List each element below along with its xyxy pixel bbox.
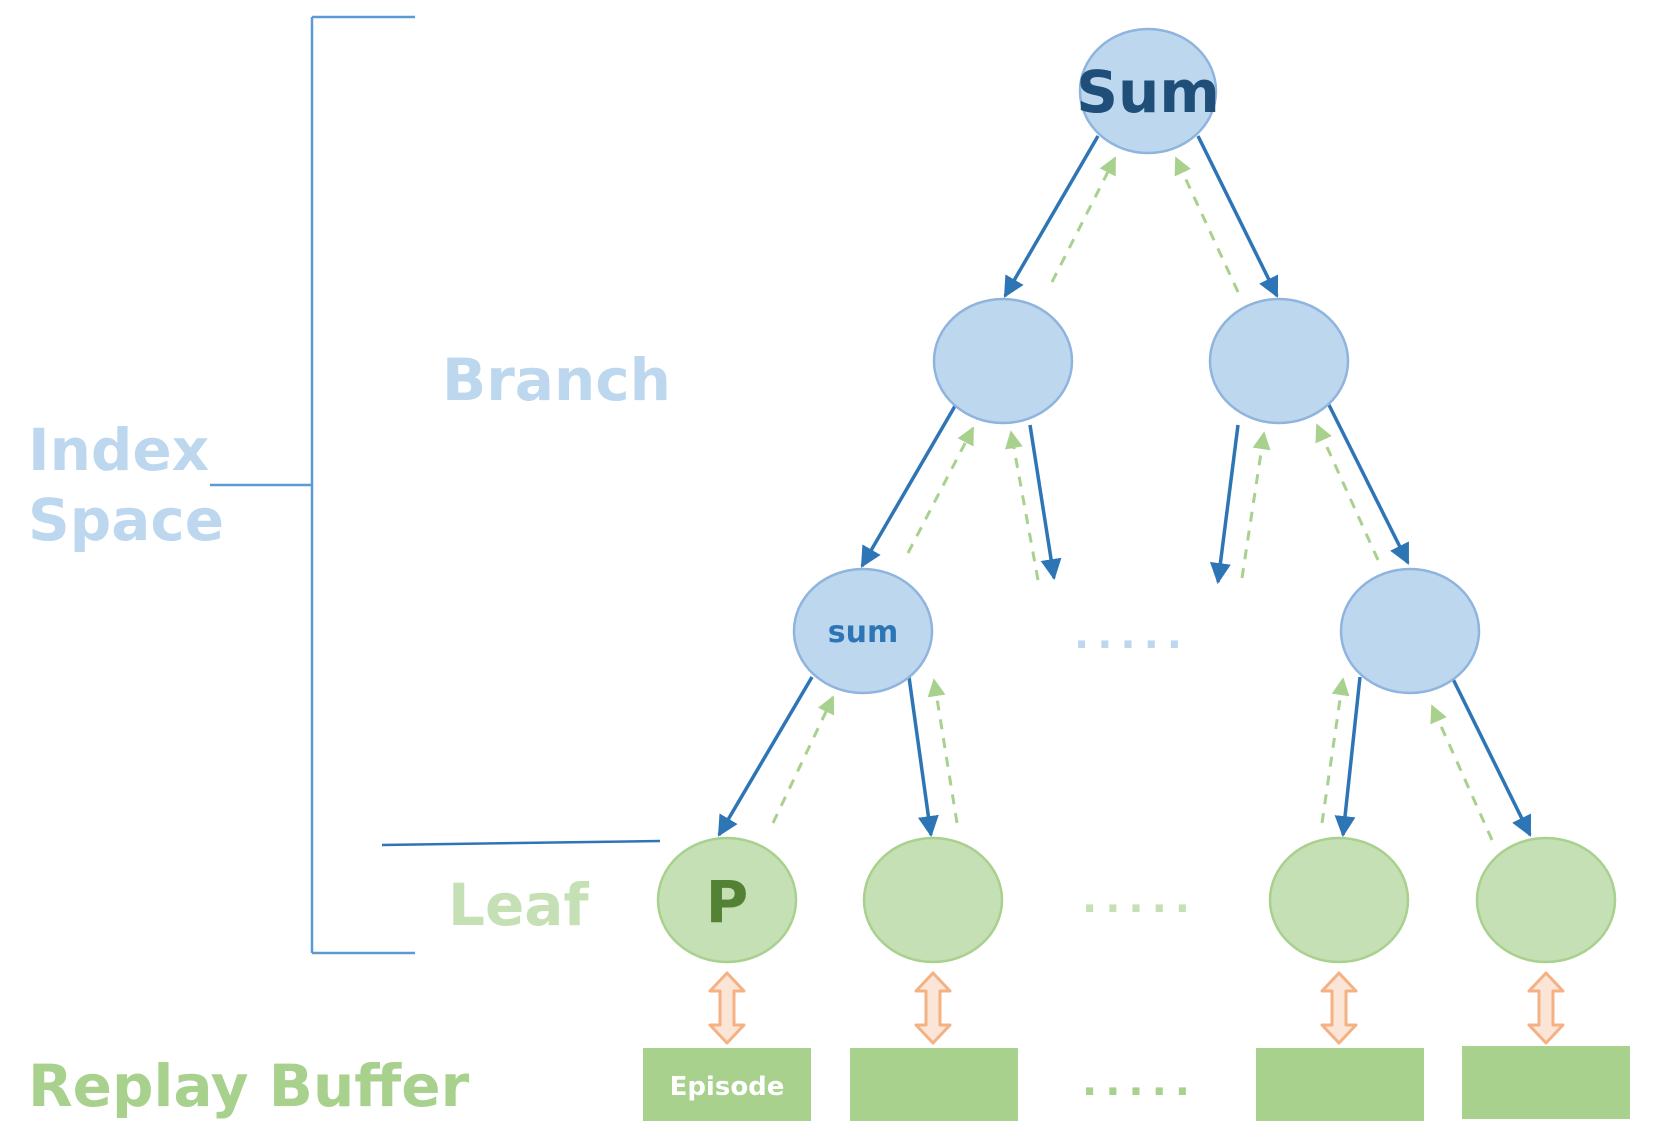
episode-label: Episode [670, 1072, 785, 1102]
double-arrow-icon [1527, 971, 1565, 1045]
leaf-label: Leaf [448, 871, 589, 939]
buffer-box-episode [643, 1048, 811, 1121]
buffer-box-3 [1256, 1048, 1424, 1121]
arrow-l1-to-mid [1028, 424, 1062, 581]
index-space-bracket [210, 15, 661, 955]
leaf-ellipsis: ..... [1082, 876, 1198, 922]
traversal-arrows [717, 135, 1532, 838]
arrow-root-to-left [1003, 135, 1100, 298]
arrow-root-to-right [1196, 135, 1279, 298]
double-arrow-icon [914, 971, 952, 1045]
leaf-node-4 [1475, 836, 1617, 964]
branch-node-right2 [1339, 567, 1481, 695]
leaf-nodes [656, 836, 1617, 964]
arrow-l1-to-sum [860, 405, 957, 568]
branch-label: Branch [442, 346, 671, 414]
replay-buffer-boxes [643, 1046, 1630, 1121]
buffer-box-2 [850, 1048, 1018, 1121]
root-node-label: Sum [1076, 58, 1220, 126]
branch-ellipsis: ..... [1074, 612, 1190, 658]
leaf-node-2 [862, 836, 1004, 964]
branch-nodes [792, 27, 1481, 695]
index-space-label-line2: Space [28, 486, 224, 554]
arrow-r1-to-mid [1209, 424, 1240, 585]
arrow-sum-to-p [717, 676, 814, 837]
double-arrow-icon [708, 971, 746, 1045]
leaf-node-p [656, 836, 798, 964]
root-node [1078, 27, 1218, 155]
arrow-sum-to-leaf2 [907, 676, 939, 838]
buffer-box-4 [1462, 1046, 1630, 1119]
buffer-link-arrows [708, 971, 1565, 1045]
leaf-p-label: P [706, 868, 749, 936]
arrow-r2-to-leaf3 [1334, 676, 1362, 838]
arrow-r2-to-leaf4 [1450, 676, 1532, 837]
index-space-label-line1: Index [28, 416, 209, 484]
branch-node-left [932, 297, 1074, 425]
arrow-r1-to-r2 [1326, 402, 1410, 565]
double-arrow-icon [1320, 971, 1358, 1045]
branch-sum-label: sum [828, 615, 898, 650]
leaf-node-3 [1268, 836, 1410, 964]
branch-node-sum [792, 567, 934, 695]
buffer-ellipsis: ..... [1082, 1059, 1198, 1105]
propagation-arrows [771, 156, 1494, 841]
branch-node-right [1208, 297, 1350, 425]
replay-buffer-label: Replay Buffer [28, 1052, 470, 1120]
